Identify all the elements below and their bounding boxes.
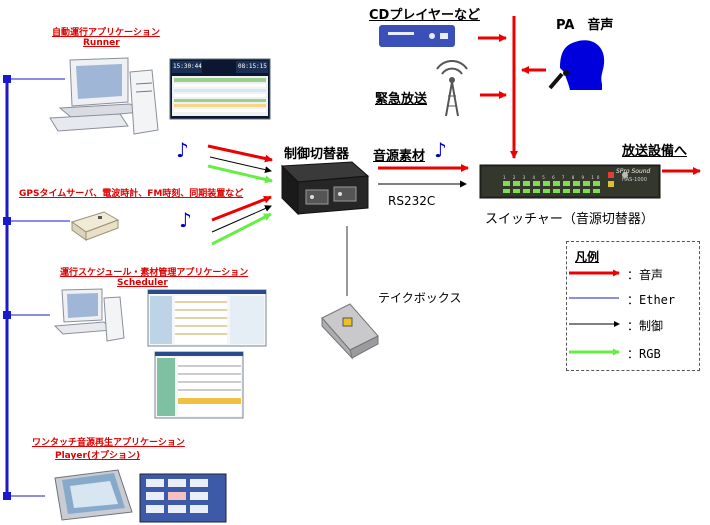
pa-voice-label: PA 音声 [556, 18, 614, 33]
takebox-device-icon [321, 303, 379, 360]
legend-item-ether: ：Ether [627, 293, 676, 307]
music-note-icon: ♪ [434, 138, 447, 162]
antenna-icon [436, 60, 468, 117]
takebox-label: テイクボックス [378, 291, 462, 305]
player-app-screenshot [139, 473, 227, 523]
switcher-panel-label [532, 168, 534, 174]
switcher-device-icon [479, 164, 661, 199]
pa-person-icon [548, 40, 605, 90]
music-note-icon: ♪ [176, 138, 189, 162]
scheduler-subtitle: Scheduler [117, 278, 168, 288]
runner-clock-right: 08:15:15 [238, 63, 267, 70]
legend-swatches [569, 269, 620, 356]
arrow-rgb-scheduler [211, 212, 272, 246]
scheduler-app-screenshot-sub [154, 351, 244, 419]
runner-app-screenshot [169, 58, 271, 120]
runner-pc-icon [49, 57, 159, 135]
arrow-audio-scheduler [211, 195, 272, 222]
music-note-icon: ♪ [179, 208, 192, 232]
switcher-channel-scale: 1 2 3 4 5 6 7 8 9 10 [503, 175, 603, 180]
player-title: ワンタッチ音源再生アプリケーション [32, 438, 185, 448]
cd-player-icon [379, 25, 455, 47]
legend-title: 凡例 [575, 250, 600, 264]
gps-device-icon [70, 211, 120, 241]
runner-subtitle: Runner [83, 38, 120, 48]
player-subtitle: Player(オプション) [55, 451, 141, 461]
scheduler-app-screenshot-main [147, 289, 267, 347]
controller-device-icon [280, 161, 370, 216]
broadcast-equipment-label: 放送設備へ [622, 144, 688, 159]
rs232c-label: RS232C [388, 194, 436, 208]
runner-title: 自動運行アプリケーション [52, 28, 160, 38]
legend-item-control: ：制御 [627, 319, 664, 333]
cd-player-label: CDプレイヤーなど [369, 8, 480, 23]
arrow-rgb-runner [207, 164, 273, 184]
player-tablet-icon [54, 469, 133, 521]
audio-material-label: 音源素材 [373, 149, 426, 164]
switcher-label: スイッチャー（音源切替器） [485, 212, 654, 227]
runner-clock-left: 15:30:44 [173, 63, 202, 70]
scheduler-pc-icon [53, 288, 125, 342]
controller-label: 制御切替器 [284, 147, 350, 162]
legend-box: 凡例 ：音声 ：Ether ：制御 ：RGB [566, 241, 700, 371]
arrow-control-runner [209, 156, 272, 174]
arrow-control-scheduler [211, 205, 272, 233]
emergency-label: 緊急放送 [375, 92, 428, 107]
arrow-audio-runner [207, 144, 273, 163]
switcher-model: HAS-1000 [622, 177, 647, 183]
legend-item-audio: ：音声 [627, 268, 664, 282]
gps-title: GPSタイムサーバ、電波時計、FM時刻、同期装置など [19, 189, 244, 199]
switcher-brand: SPro Sound [616, 168, 651, 175]
legend-item-rgb: ：RGB [627, 347, 661, 361]
scheduler-title: 運行スケジュール・素材管理アプリケーション [60, 268, 249, 278]
